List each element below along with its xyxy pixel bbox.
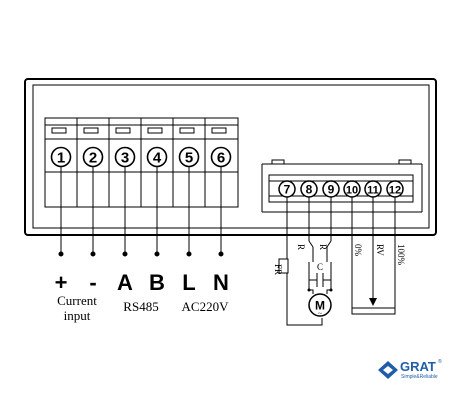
caption-current: Current bbox=[57, 293, 97, 308]
grat-logo-name: GRAT bbox=[400, 359, 436, 374]
motor-symbol bbox=[308, 293, 332, 317]
terminal-4-number: 4 bbox=[153, 150, 162, 167]
label-r2: R bbox=[318, 244, 328, 250]
terminal-3-symbol: A bbox=[117, 270, 133, 295]
right-wiring bbox=[278, 197, 396, 326]
label-fr: FR bbox=[273, 264, 283, 275]
terminal-7-number: 7 bbox=[284, 183, 291, 197]
left-terminal-block bbox=[44, 117, 239, 208]
terminal-2-number: 2 bbox=[89, 150, 97, 167]
label-hundred-percent: 100% bbox=[396, 244, 406, 266]
left-terminal-leads bbox=[58, 166, 224, 257]
label-rv: RV bbox=[375, 244, 385, 256]
terminal-10-number: 10 bbox=[346, 185, 358, 197]
terminal-6-symbol: N bbox=[213, 270, 229, 295]
grat-logo-trademark: ® bbox=[438, 358, 442, 365]
caption-ac220v: AC220V bbox=[182, 299, 230, 314]
terminal-1-number: 1 bbox=[57, 150, 65, 167]
caption-input: input bbox=[64, 308, 91, 323]
device-housing-outer bbox=[24, 78, 437, 236]
grat-logo: GRAT ® Simple&Reliable bbox=[378, 358, 442, 380]
label-capacitor: C bbox=[317, 262, 323, 272]
motor-tilde: ~ bbox=[318, 310, 322, 318]
terminal-12-number: 12 bbox=[389, 185, 401, 197]
terminal-8-number: 8 bbox=[306, 183, 313, 197]
caption-rs485: RS485 bbox=[123, 299, 158, 314]
grat-logo-tagline: Simple&Reliable bbox=[401, 374, 438, 380]
relay-dot-right bbox=[329, 288, 333, 292]
motor-label: M bbox=[315, 299, 325, 313]
device-housing-inner bbox=[32, 84, 430, 229]
terminal-4-symbol: B bbox=[149, 270, 165, 295]
terminal-6-number: 6 bbox=[217, 150, 225, 167]
terminal-5-number: 5 bbox=[185, 150, 193, 167]
terminal-2-symbol: - bbox=[89, 270, 96, 295]
terminal-3-number: 3 bbox=[121, 150, 129, 167]
wiper-arrow bbox=[369, 298, 377, 306]
terminal-9-number: 9 bbox=[328, 183, 335, 197]
terminal-5-symbol: L bbox=[182, 270, 195, 295]
relay-dot-left bbox=[307, 288, 311, 292]
label-r1: R bbox=[296, 244, 306, 250]
terminal-11-number: 11 bbox=[367, 185, 379, 197]
grat-logo-icon-inner bbox=[383, 366, 393, 374]
label-zero-percent: 0% bbox=[353, 244, 363, 257]
terminal-1-symbol: + bbox=[55, 270, 68, 295]
